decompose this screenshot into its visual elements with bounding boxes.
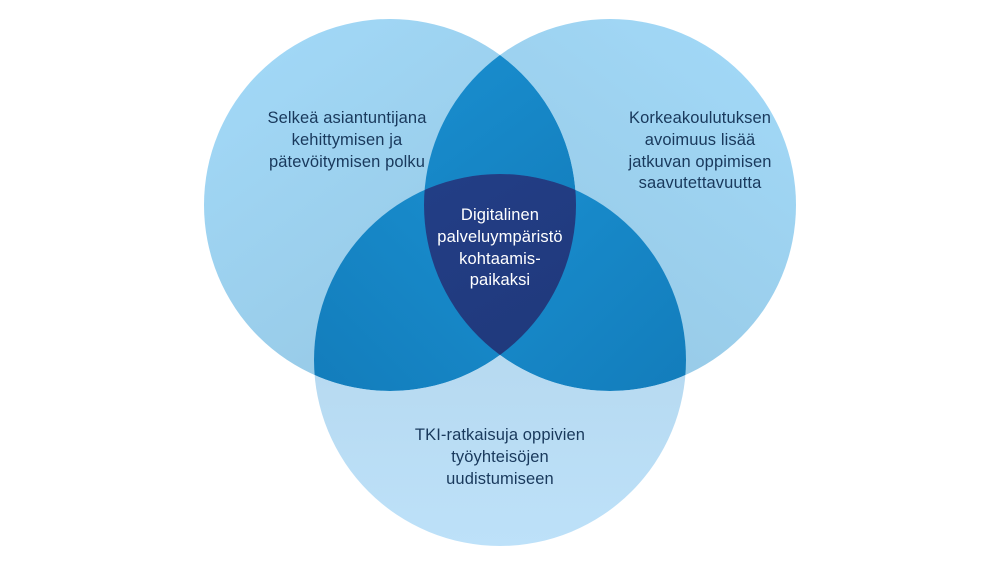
intersection-center-core — [424, 174, 576, 391]
